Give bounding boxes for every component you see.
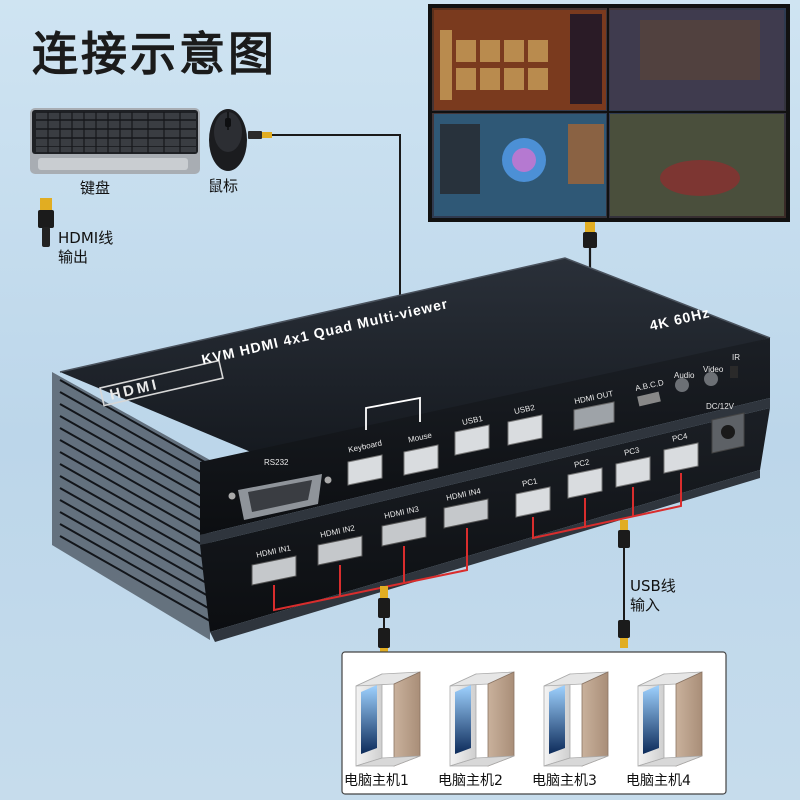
mouse-illustration <box>209 109 272 171</box>
pc-caption-3: 电脑主机3 <box>532 773 597 789</box>
page-title: 连接示意图 <box>32 27 277 81</box>
pc-towers <box>355 671 703 767</box>
pc-caption-1: 电脑主机1 <box>344 773 409 789</box>
usb-input-caption-line2: 输入 <box>630 596 661 614</box>
pc-tower-2 <box>449 671 515 767</box>
port-label-video: Video <box>703 365 724 374</box>
usb-input-caption-line1: USB线 <box>630 577 676 595</box>
usb-in-cable <box>618 520 630 648</box>
pc-caption-4: 电脑主机4 <box>626 773 691 789</box>
pc-tower-3 <box>543 671 609 767</box>
port-label-dc12v: DC/12V <box>706 402 735 411</box>
pc-caption-2: 电脑主机2 <box>438 773 503 789</box>
monitor-illustration <box>428 4 790 222</box>
port-rs232 <box>228 474 332 520</box>
mouse-caption: 鼠标 <box>208 177 239 195</box>
hdmi-in-ports-row <box>251 498 489 586</box>
pc-panel <box>341 651 727 795</box>
keyboard-illustration <box>30 108 200 174</box>
hdmi-output-caption-line1: HDMI线 <box>58 229 114 247</box>
hdmi-output-caption-line2: 输出 <box>58 248 89 266</box>
port-label-rs232: RS232 <box>264 458 289 467</box>
hdmi-in-wiring <box>273 528 468 612</box>
keyboard-caption: 键盘 <box>80 179 111 197</box>
hdmi-in-cable <box>378 586 390 658</box>
usb-ports-row <box>347 366 745 518</box>
pc-tower-1 <box>355 671 421 767</box>
km-bracket <box>365 396 421 430</box>
usb-pc-wiring <box>532 473 682 540</box>
hdmi-cable-illustration <box>38 198 54 247</box>
port-label-audio: Audio <box>674 371 695 380</box>
port-label-ir: IR <box>732 353 740 362</box>
pc-tower-4 <box>637 671 703 767</box>
